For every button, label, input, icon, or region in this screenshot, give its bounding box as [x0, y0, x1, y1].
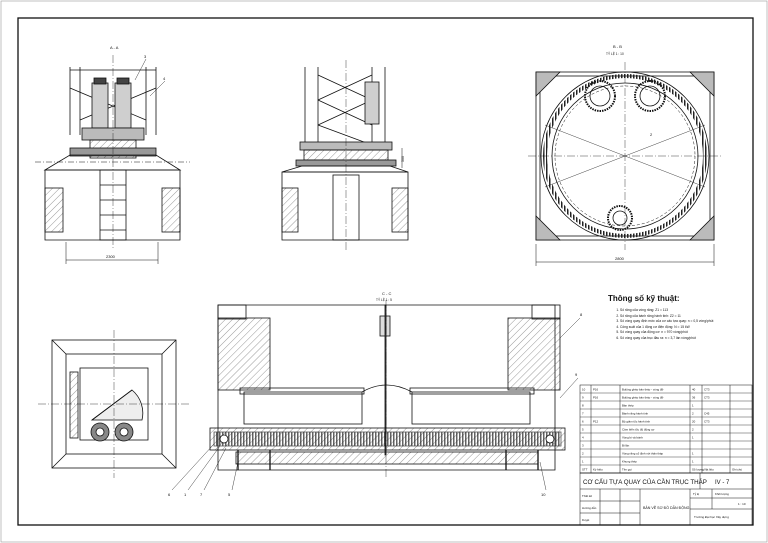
view-section-a-a: A - A 2300 3 4: [35, 45, 190, 264]
view-side-elevation: 500: [281, 60, 409, 250]
callout-3: 3: [144, 54, 147, 59]
table-cell: 36: [692, 396, 696, 400]
role-advisor: Hướng dẫn: [582, 505, 597, 510]
table-cell: 4: [582, 436, 584, 440]
table-cell: Bulông ghép bản thép - vòng đỡ: [622, 396, 664, 400]
callout-10: 10: [541, 492, 546, 497]
table-cell: 10: [582, 388, 586, 392]
callout-1: 1: [184, 492, 187, 497]
title-block: [579, 472, 753, 526]
table-cell: 8: [582, 404, 584, 408]
table-cell: 3: [582, 444, 584, 448]
spec-item: Công suất của 1 động cơ điện động: N = 1…: [620, 325, 758, 331]
spec-item: Số răng của vòng răng: Z1 = 113: [620, 308, 758, 314]
dim-height: 500: [401, 156, 405, 162]
specs-list: Số răng của vòng răng: Z1 = 113 Số răng …: [608, 308, 758, 342]
spec-item: Số vòng quay của trục đầu ra: n = 3,7 lầ…: [620, 336, 758, 342]
table-cell: P16: [593, 388, 599, 392]
spec-item: Số vòng quay của động cơ: n = 970 vòng/p…: [620, 330, 758, 336]
role-designer: Thiết kế: [582, 494, 592, 498]
table-header-cell: Số lượng: [692, 468, 704, 472]
table-cell: Bulông ghép bản thép - vòng đỡ: [622, 388, 664, 392]
table-cell: 6: [582, 420, 584, 424]
table-cell: Bánh răng hành tinh: [622, 412, 648, 416]
table-cell: P12: [593, 420, 599, 424]
parts-table: [579, 384, 753, 474]
mass-header: Khối lượng: [715, 492, 729, 496]
dim-left-width: 2300: [106, 254, 116, 259]
spec-item: Số vòng quay định mức của cơ cấu tựa qua…: [620, 319, 758, 325]
dim-right-width: 2800: [615, 256, 625, 261]
table-cell: C45: [704, 412, 710, 416]
table-header-cell: Ký hiệu: [593, 468, 603, 472]
table-cell: 1: [692, 460, 694, 464]
table-cell: 5: [582, 428, 584, 432]
table-cell: Bộ giảm tốc hành tinh: [622, 420, 650, 424]
section-c-c-scale: TỶ LỆ 1 : 5: [376, 297, 392, 302]
table-header-cell: Vật liệu: [704, 468, 714, 472]
table-cell: Vòng bi và bánh: [622, 436, 643, 440]
spec-item: Số răng của bánh răng hành tinh: Z2 = 11: [620, 314, 758, 320]
table-cell: 2: [582, 452, 584, 456]
table-cell: Cảm biến tốc độ động cơ: [622, 428, 655, 432]
sheet-frame: [17, 17, 754, 526]
specs-title: Thông số kỹ thuật:: [608, 294, 680, 303]
drawing-subtitle: BẢN VẼ SƠ ĐỒ DẪN ĐỘNG: [643, 505, 690, 510]
role-approver: Duyệt: [582, 518, 590, 522]
technical-specs: Thông số kỹ thuật: Số răng của vòng răng…: [608, 294, 758, 342]
callout-2: 2: [650, 132, 653, 137]
table-cell: 1: [692, 452, 694, 456]
table-header-cell: Ghi chú: [732, 468, 742, 472]
section-c-c-label: C - C: [382, 291, 391, 296]
table-cell: Khung thép: [622, 460, 637, 464]
callout-8: 8: [580, 312, 583, 317]
callout-6: 6: [168, 492, 171, 497]
callout-9: 9: [575, 372, 578, 377]
section-a-a-label: A - A: [110, 45, 119, 50]
drawing-code: IV - 7: [715, 480, 730, 486]
table-cell: CT3: [704, 420, 710, 424]
school-name: Trường Đại học Xây dựng: [694, 515, 729, 519]
table-cell: Vòng răng cố định với thân tháp: [622, 452, 664, 456]
table-cell: CT3: [704, 388, 710, 392]
callout-5: 5: [228, 492, 231, 497]
table-header-cell: Tên gọi: [622, 468, 632, 472]
drawing-title: CƠ CẤU TỰA QUAY CỦA CẦN TRỤC THÁP: [583, 479, 707, 486]
table-cell: 1: [582, 460, 584, 464]
table-cell: 40: [692, 388, 696, 392]
table-cell: Bi lăn: [622, 444, 630, 448]
view-plan: [38, 330, 190, 478]
table-cell: 1: [692, 404, 694, 408]
table-cell: 2: [692, 428, 694, 432]
table-cell: 1: [692, 436, 694, 440]
table-cell: 2: [692, 412, 694, 416]
table-cell: 20: [692, 420, 696, 424]
section-b-b-label: B - B: [613, 44, 622, 49]
table-cell: 9: [582, 396, 584, 400]
view-section-b-b: B - B TỶ LỆ 1 : 10 2800 2: [528, 44, 722, 266]
callout-4: 4: [163, 76, 166, 81]
callout-7: 7: [200, 492, 203, 497]
scale-header: Tỷ lệ: [693, 492, 700, 496]
drawing-scale: 1 : 10: [738, 502, 746, 506]
table-cell: Bản thép: [622, 404, 634, 408]
table-cell: CT3: [704, 396, 710, 400]
section-b-b-scale: TỶ LỆ 1 : 10: [606, 51, 624, 56]
view-section-c-c: C - C TỶ LỆ 1 : 5: [171, 291, 581, 491]
table-header-cell: STT: [582, 468, 588, 472]
table-cell: 7: [582, 412, 584, 416]
table-cell: P16: [593, 396, 599, 400]
